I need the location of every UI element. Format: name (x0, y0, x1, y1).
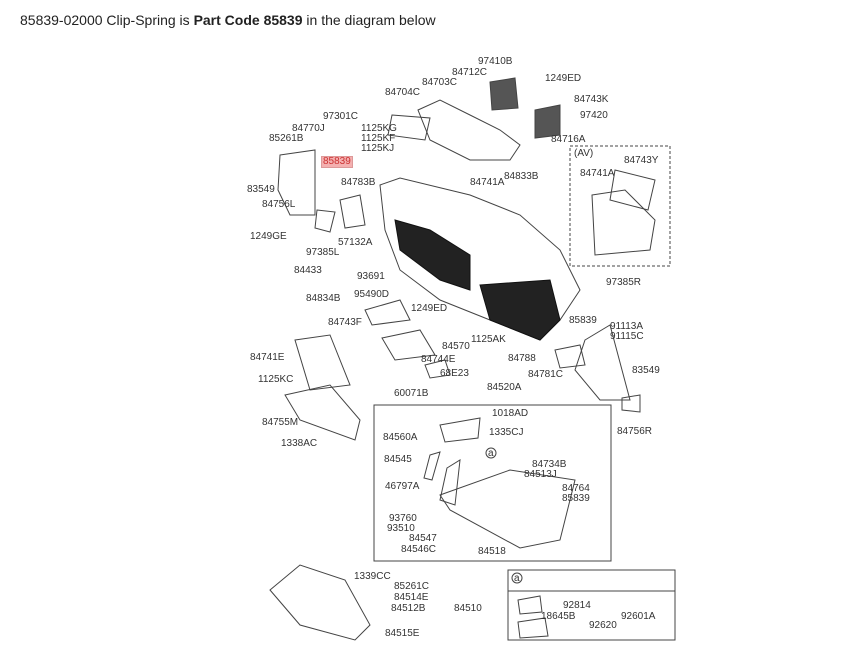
part-label: 1125KC (258, 374, 294, 385)
part-label: 68E23 (440, 368, 469, 379)
part-label: 84783B (341, 177, 376, 188)
caption-part-code: Part Code 85839 (193, 12, 303, 28)
part-label: 84570 (442, 341, 470, 352)
center-fascia (417, 99, 521, 161)
part-label: (AV) (574, 148, 594, 159)
part-label: 84704C (385, 87, 421, 98)
part-label: 93691 (357, 271, 385, 282)
part-label: 60071B (394, 388, 429, 399)
part-label: 84433 (294, 265, 322, 276)
part-label: 84743Y (624, 155, 659, 166)
part-label: 84518 (478, 546, 506, 557)
part-label: 1249ED (411, 303, 448, 314)
part-label: 84716A (551, 134, 586, 145)
side-panel-left (277, 149, 316, 216)
part-label: 1125KG (361, 123, 397, 134)
part-label: 84514E (394, 592, 429, 603)
part-label: 84770J (292, 123, 325, 134)
part-label: 84510 (454, 603, 482, 614)
part-label: 84788 (508, 353, 536, 364)
part-label: 84781C (528, 369, 564, 380)
part-label: 84520A (487, 382, 522, 393)
part-label: 84834B (306, 293, 341, 304)
part-label: 84756L (262, 199, 296, 210)
part-label: 46797A (385, 481, 420, 492)
part-label: 1338AC (281, 438, 318, 449)
glovebox-housing (439, 469, 576, 549)
part-label: 91113A (610, 321, 643, 332)
glovebox-assembly-box (373, 404, 612, 562)
part-label: 1125KF (361, 133, 396, 144)
part-label: 84833B (504, 171, 539, 182)
part-label: 1339CC (354, 571, 391, 582)
caption-prefix: 85839-02000 Clip-Spring is (20, 12, 194, 28)
part-label: 91115C (610, 331, 644, 342)
part-label: 84512B (391, 603, 426, 614)
part-label: 1125AK (471, 334, 506, 345)
part-label: 1249ED (545, 73, 582, 84)
part-label: 97385L (306, 247, 340, 258)
part-label: 84743K (574, 94, 609, 105)
part-label: 84560A (383, 432, 418, 443)
part-label: 84741A (580, 168, 615, 179)
part-label: 84712C (452, 67, 488, 78)
detail-a-box (507, 569, 676, 641)
vent-97410b (489, 77, 519, 111)
part-label: 84744E (421, 354, 456, 365)
part-label: 84743F (328, 317, 362, 328)
part-label: 84764 (562, 483, 590, 494)
page-caption: 85839-02000 Clip-Spring is Part Code 858… (20, 12, 436, 28)
part-label: 83549 (632, 365, 660, 376)
part-label: 1125KJ (361, 143, 395, 154)
part-label: 84755M (262, 417, 299, 428)
part-label: 84741A (470, 177, 505, 188)
part-label: 84756R (617, 426, 653, 437)
part-label: 92814 (563, 600, 591, 611)
part-label: 84546C (401, 544, 437, 555)
side-panel-right (574, 324, 631, 401)
part-label: 1249GE (250, 231, 287, 242)
part-label: 97420 (580, 110, 608, 121)
part-label: 93510 (387, 523, 415, 534)
part-label: 84515E (385, 628, 420, 639)
part-label: 92620 (589, 620, 617, 631)
part-label: 84513J (524, 469, 557, 480)
lower-panel (294, 334, 351, 391)
crash-pad-lower (394, 219, 561, 341)
part-label: 92601A (621, 611, 656, 622)
part-label: 85261B (269, 133, 304, 144)
part-label: 93760 (389, 513, 417, 524)
part-label: 83549 (247, 184, 275, 195)
part-label: 97301C (323, 111, 359, 122)
part-label: 84545 (384, 454, 412, 465)
part-label: 95490D (354, 289, 390, 300)
caption-suffix: in the diagram below (302, 12, 436, 28)
part-label: 85839 (569, 315, 597, 326)
glovebox-door (269, 564, 371, 641)
part-label: 84703C (422, 77, 458, 88)
vent-97420 (534, 104, 561, 139)
part-label: 85261C (394, 581, 430, 592)
part-label: 97410B (478, 56, 513, 67)
part-label: 84741E (250, 352, 285, 363)
part-label: 18645B (541, 611, 576, 622)
part-label: 1335CJ (489, 427, 524, 438)
part-label: 1018AD (492, 408, 529, 419)
part-label: 84547 (409, 533, 437, 544)
part-label: 57132A (338, 237, 373, 248)
part-label: 84734B (532, 459, 567, 470)
part-label: a (488, 448, 494, 459)
part-label: 85839 (562, 493, 590, 504)
part-label: a (514, 573, 520, 584)
av-variant-box (569, 145, 671, 267)
part-label: 97385R (606, 277, 642, 288)
highlighted-part-label: 85839 (321, 156, 353, 168)
